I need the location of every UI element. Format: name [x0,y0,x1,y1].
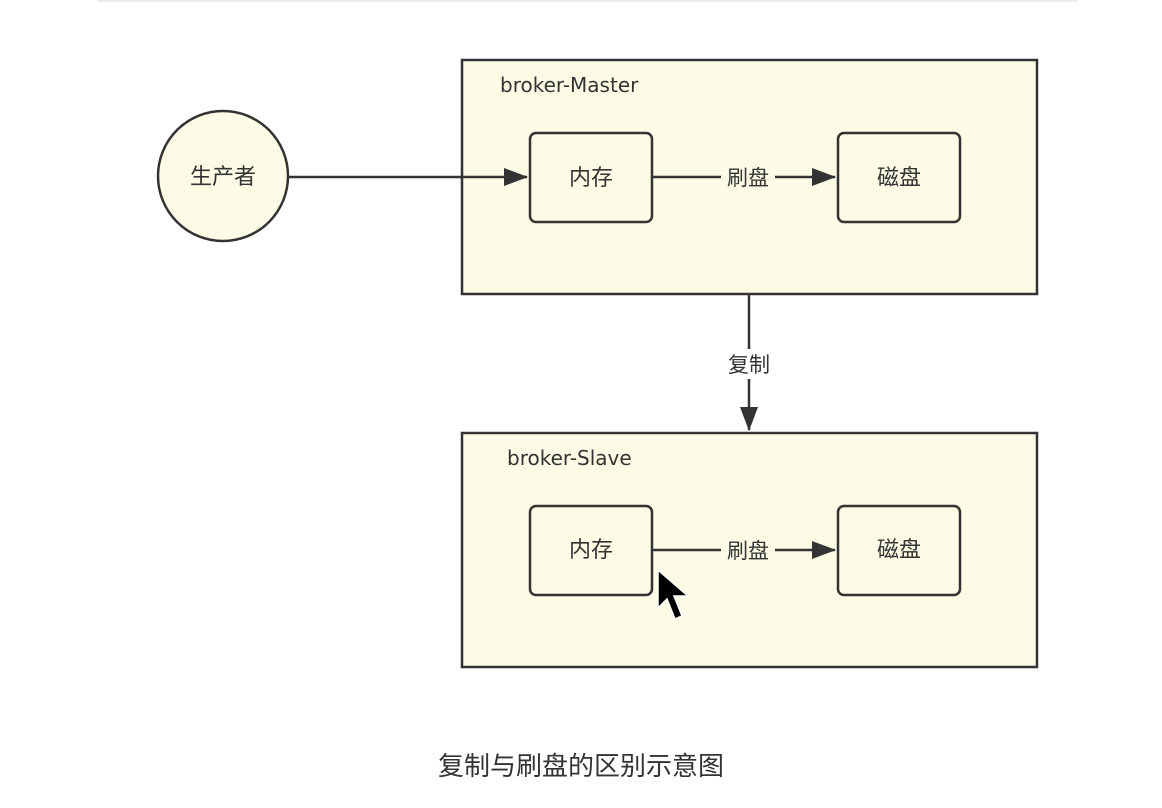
master-flush-label: 刷盘 [727,166,769,190]
mouse-cursor-icon [657,568,691,620]
broker-master-group: broker-Master 内存 磁盘 刷盘 [460,58,1039,296]
broker-slave-title: broker-Slave [507,446,632,470]
master-disk-box [836,131,962,224]
slave-flush-label-bg [721,536,775,564]
replicate-group: 复制 [722,295,776,431]
slave-flush-label: 刷盘 [727,539,769,563]
replicate-label: 复制 [728,353,770,377]
broker-master-title: broker-Master [500,73,639,97]
slave-memory-label: 内存 [569,538,613,563]
master-memory-label: 内存 [569,166,613,191]
master-flush-label-bg [721,163,775,191]
diagram-caption: 复制与刷盘的区别示意图 [437,752,724,782]
producer-group: 生产者 [156,109,528,243]
slave-disk-label: 磁盘 [877,538,921,563]
producer-label: 生产者 [190,165,256,190]
top-divider [97,0,1077,2]
replicate-label-bg [722,349,776,379]
broker-slave-group: broker-Slave 内存 磁盘 刷盘 [460,431,1039,669]
master-disk-label: 磁盘 [877,166,921,191]
slave-disk-box [836,504,962,597]
